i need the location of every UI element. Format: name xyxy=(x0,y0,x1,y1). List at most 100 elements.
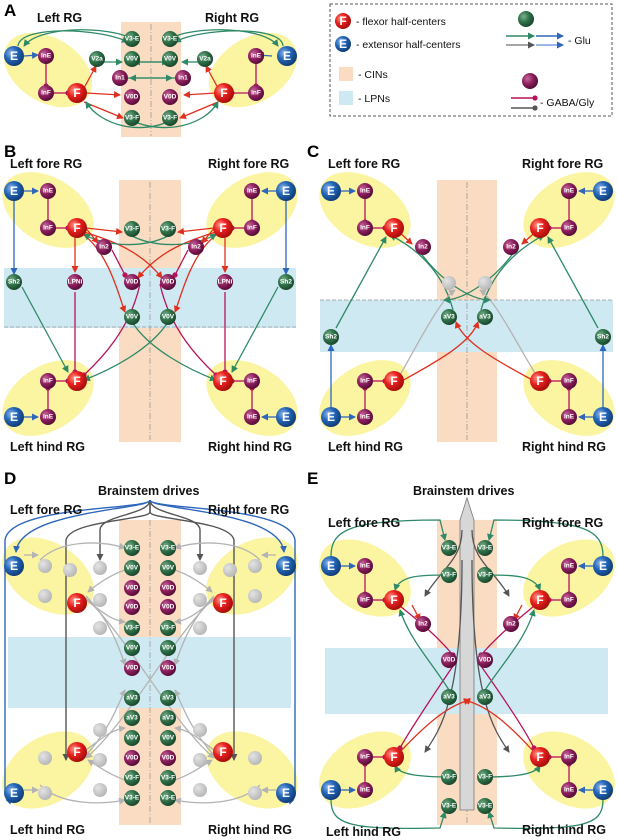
c-br-inf-label: InF xyxy=(564,378,574,385)
e-left-av3-node xyxy=(441,689,457,705)
panel-d-br-ellipse xyxy=(206,731,298,809)
b-left-v0d-label: V0D xyxy=(126,279,139,286)
b-left-f-to-v3f xyxy=(85,227,123,235)
e-tr-e-node xyxy=(593,556,613,576)
b-left-in2-label: In2 xyxy=(99,244,109,251)
b-right-v3f-node xyxy=(160,221,176,237)
b-left-v0d-node xyxy=(124,274,140,290)
b-right-f-to-v3f xyxy=(177,227,215,235)
d-left-col-1-label: V0V xyxy=(126,565,139,572)
e-av3-l-to-fore xyxy=(398,609,450,691)
e-av3-r-to-fore xyxy=(484,609,536,691)
b-v0d-l-to-hind xyxy=(81,283,141,378)
c-tl-f-node xyxy=(384,218,404,238)
b-tl-ine-label: InE xyxy=(43,188,54,195)
b-tr-ine-label: InE xyxy=(247,188,258,195)
a-f-to-v3f-left xyxy=(83,101,124,119)
d-tr-g2-node xyxy=(193,561,207,575)
e-right-v3e-top-label: V3-E xyxy=(478,545,493,552)
b-left-sh2-to-f xyxy=(21,286,69,373)
b-br-inf-label: InF xyxy=(247,378,257,385)
e-br-ine-node xyxy=(561,782,577,798)
e-br-inf-node xyxy=(561,749,577,765)
d-left-col-11-node xyxy=(124,770,140,786)
d-tr-e-label: E xyxy=(282,559,290,573)
a-right-e-node xyxy=(277,46,297,66)
d-br-inf-node xyxy=(248,751,262,765)
c-gray-left xyxy=(399,289,456,376)
a-left-in1-node xyxy=(112,70,128,86)
c-bl-inf-node xyxy=(357,373,373,389)
c-br-e-label: E xyxy=(599,410,607,424)
d-tl-ine-node xyxy=(38,559,52,573)
d-tl-g1-node xyxy=(63,563,77,577)
d-left-col-4-node xyxy=(124,620,140,636)
b-tr-f-node xyxy=(213,218,233,238)
a-right-v3e-node xyxy=(162,31,178,47)
c-tr-inf-node xyxy=(561,220,577,236)
e-left-v0d-label: V0D xyxy=(443,657,456,664)
c-br-ine-label: InE xyxy=(564,414,575,421)
c-left-sh2-node xyxy=(323,329,339,345)
e-br-f-label: F xyxy=(536,750,543,764)
d-right-col-8-node xyxy=(160,710,176,726)
panel-d-lpn-band xyxy=(8,637,291,708)
c-left-f-to-av3 xyxy=(399,321,480,383)
a-f-to-v2a-left xyxy=(83,65,97,89)
c-left-in2-label: In2 xyxy=(418,244,428,251)
d-left-col-5-node xyxy=(124,640,140,656)
d-right-col-5-label: V0V xyxy=(162,645,175,652)
d-gray-edge-11 xyxy=(174,599,215,625)
c-br-f-label: F xyxy=(536,374,543,388)
e-bl-inf-label: InF xyxy=(360,754,370,761)
d-left-col-8-node xyxy=(124,710,140,726)
d-right-col-4-label: V3-F xyxy=(161,625,175,632)
c-right-sh2-label: Sh2 xyxy=(597,334,609,341)
panel-c-letter: C xyxy=(307,142,319,161)
b-tl-e-label: E xyxy=(10,184,18,198)
a-v3f-to-f-left xyxy=(85,101,173,129)
c-tl-e-node xyxy=(321,181,341,201)
c-gray-right xyxy=(479,289,537,376)
a-e-to-ine-left xyxy=(23,51,39,59)
e-right-v3f-bottom-node xyxy=(477,769,493,785)
d-left-col-7-label: aV3 xyxy=(126,695,138,702)
c-bl-e-node xyxy=(321,407,341,427)
a-right-v0v-node xyxy=(162,51,178,67)
b-right-sh2-to-f xyxy=(231,286,279,373)
d-bl-g3-node xyxy=(93,783,107,797)
c-left-av3-node xyxy=(441,309,457,325)
c-tl-inf-node xyxy=(357,220,373,236)
b-right-sh2-label: Sh2 xyxy=(280,279,292,286)
d-tl-e-label: E xyxy=(10,559,18,573)
c-bl-f-node xyxy=(384,371,404,391)
d-left-col-10-label: V0D xyxy=(126,755,139,762)
b-left-sh2-node xyxy=(6,274,22,290)
d-left-col-7-node xyxy=(124,690,140,706)
c-bl-e-label: E xyxy=(327,410,335,424)
a-f-to-v0d-left xyxy=(85,91,121,99)
a-right-f-label: F xyxy=(220,86,227,100)
e-left-v3f-top-node xyxy=(441,567,457,583)
panel-b-tl-ellipse xyxy=(2,172,94,248)
b-tl-inf-node xyxy=(40,220,56,236)
e-bl-ine-label: InE xyxy=(360,787,371,794)
a-right-inf-label: InF xyxy=(251,90,261,97)
b-bl-f-label: F xyxy=(73,374,80,388)
a-left-v0v-node xyxy=(124,51,140,67)
legend-cins-swatch xyxy=(339,67,353,81)
legend-cins-label: - CINs xyxy=(358,69,388,81)
e-f-to-v0d-l xyxy=(399,605,456,658)
d-gray-edge-12 xyxy=(85,725,126,751)
d-gray-edge-6 xyxy=(39,542,126,561)
b-left-f-to-v0v xyxy=(83,234,126,313)
d-drive-left-short xyxy=(96,499,151,561)
panel-e-tl-label: Left fore RG xyxy=(328,516,400,530)
c-tr-ine-label: InE xyxy=(564,188,575,195)
e-right-av3-label: aV3 xyxy=(479,694,491,701)
d-br-e-label: E xyxy=(282,786,290,800)
d-tr-f-label: F xyxy=(219,596,226,610)
legend-flexor-letter: F xyxy=(339,14,346,28)
d-left-col-12-label: V3-E xyxy=(125,795,140,802)
d-bl-g2-node xyxy=(93,753,107,767)
